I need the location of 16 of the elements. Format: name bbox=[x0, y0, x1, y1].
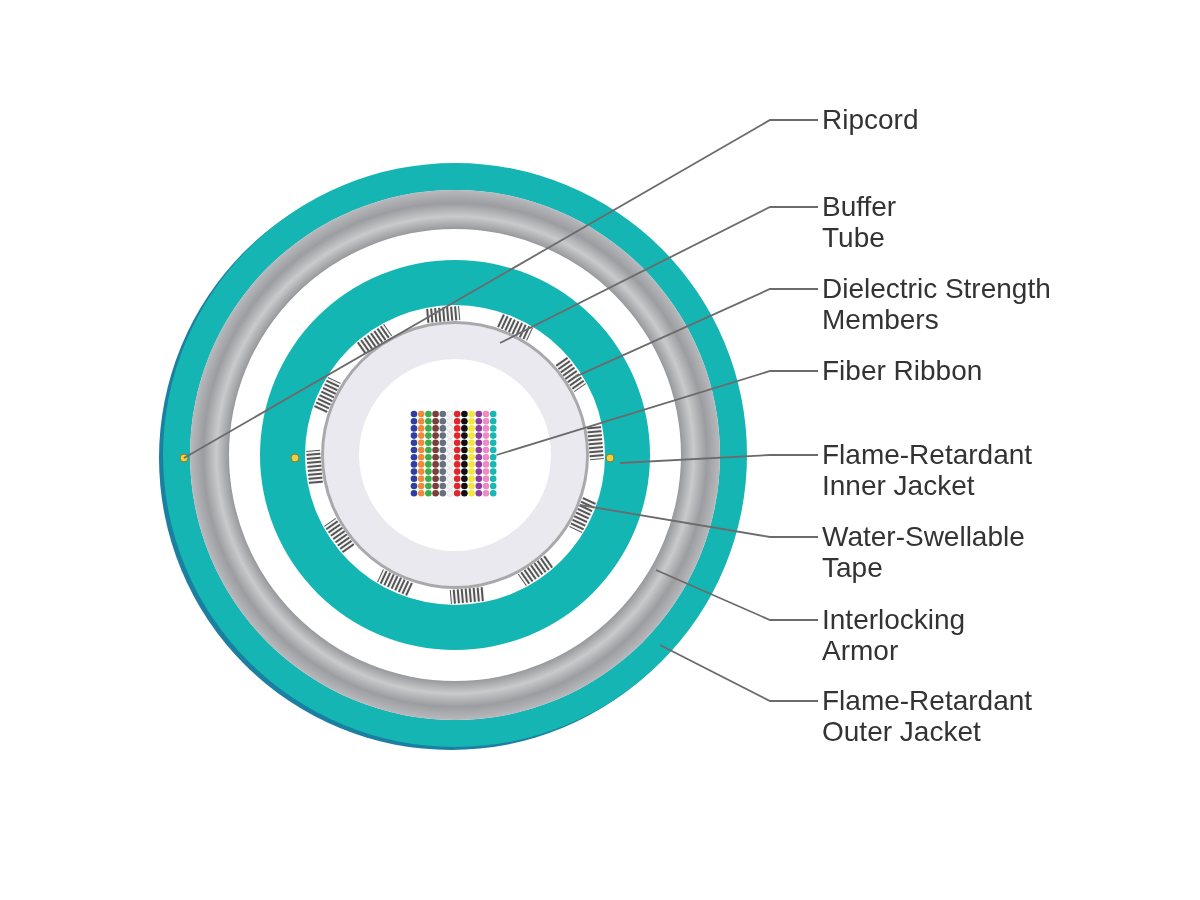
leader-line bbox=[573, 288, 819, 379]
leader-line bbox=[183, 119, 819, 459]
leader-line bbox=[659, 644, 819, 702]
part-label: Fiber Ribbon bbox=[822, 355, 1082, 386]
part-label: Flame-Retardant Inner Jacket bbox=[822, 439, 1082, 501]
part-label: Ripcord bbox=[822, 104, 1082, 135]
part-label: Buffer Tube bbox=[822, 191, 942, 253]
leader-line bbox=[499, 206, 819, 344]
leader-line bbox=[619, 454, 819, 464]
part-label: Dielectric Strength Members bbox=[822, 273, 1092, 335]
leader-line bbox=[495, 370, 819, 456]
part-label: Flame-Retardant Outer Jacket bbox=[822, 685, 1082, 747]
part-label: Interlocking Armor bbox=[822, 604, 992, 666]
leader-line bbox=[655, 569, 819, 621]
leader-line bbox=[579, 504, 819, 538]
part-label: Water-Swellable Tape bbox=[822, 521, 1052, 583]
